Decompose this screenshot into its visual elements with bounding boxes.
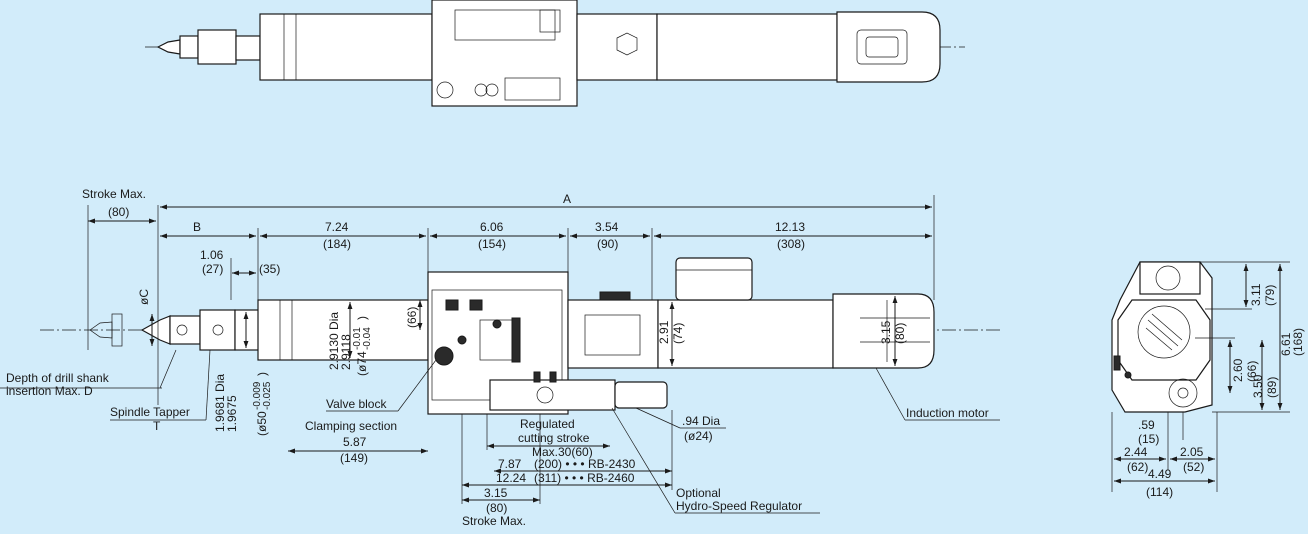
label-clamp1: Clamping section	[305, 419, 397, 433]
label-reg3: Max.30(60)	[532, 445, 593, 459]
label-d4-in: 12.13	[775, 220, 805, 234]
label-sv-311: 3.11	[1249, 283, 1263, 306]
label-v66: (66)	[405, 307, 419, 328]
label-oc: øC	[137, 289, 151, 305]
label-d1-mm: (184)	[323, 237, 351, 251]
label-d2-mm: (154)	[478, 237, 506, 251]
label-d3-in: 3.54	[595, 220, 619, 234]
label-opt2: Hydro-Speed Regulator	[676, 499, 802, 513]
label-d2-in: 6.06	[480, 220, 504, 234]
label-s2: (80)	[486, 501, 507, 515]
label-dia3: (ø50	[255, 411, 269, 436]
label-d6-mm: (35)	[259, 262, 280, 276]
label-tapper1: Spindle Tapper	[110, 405, 190, 419]
label-reg2: cutting stroke	[518, 431, 590, 445]
label-sv-114: (114)	[1146, 485, 1173, 499]
label-v74: (74)	[671, 323, 685, 344]
label-sv-89: (89)	[1265, 377, 1279, 398]
label-d4-mm: (308)	[777, 237, 805, 251]
label-dia4: 2.9130 Dia	[327, 312, 341, 370]
label-tapper2: T	[153, 419, 161, 433]
label-d1-in: 7.24	[325, 220, 349, 234]
label-d5-mm: (27)	[202, 262, 223, 276]
label-d5-in: 1.06	[200, 248, 224, 262]
label-sv-59: .59	[1138, 418, 1155, 432]
label-tol-c: -0.01	[352, 327, 363, 350]
label-b: B	[193, 220, 201, 234]
top-view	[145, 0, 965, 107]
label-depth1: Depth of drill shank	[6, 371, 110, 385]
label-dia6: (ø74	[355, 351, 369, 376]
label-reg1: Regulated	[520, 417, 575, 431]
label-clamp2: 5.87	[343, 435, 367, 449]
label-sv-260: 2.60	[1231, 358, 1245, 382]
label-stroke-max: Stroke Max.	[82, 187, 146, 201]
label-v80: (80)	[893, 323, 907, 344]
label-tol-a: -0.009	[252, 381, 263, 410]
label-sv-661: 6.61	[1279, 332, 1293, 356]
label-dia2: 1.9675	[225, 395, 239, 432]
label-close-b: )	[355, 316, 369, 320]
label-tol-d: -0.04	[362, 327, 373, 350]
label-sv-449: 4.49	[1148, 467, 1172, 481]
label-dia5: 2.9118	[339, 334, 353, 370]
label-r2a: 12.24	[496, 471, 526, 485]
label-d3-mm: (90)	[597, 237, 618, 251]
label-sv-350: 3.50	[1251, 374, 1265, 398]
label-sv-244: 2.44	[1124, 445, 1148, 459]
label-sv-66: (66)	[1245, 361, 1259, 382]
label-sv-79: (79)	[1263, 285, 1277, 306]
label-close-a: )	[255, 372, 269, 376]
label-depth2: insertion Max. D	[6, 384, 93, 398]
label-tol-b: -0.025	[262, 381, 273, 410]
label-stroke-max-mm: (80)	[108, 205, 129, 219]
label-dia1: 1.9681 Dia	[213, 374, 227, 432]
label-dia24: (ø24)	[684, 429, 713, 443]
label-sv-15: (15)	[1138, 432, 1159, 446]
label-valve: Valve block	[326, 397, 387, 411]
dimension-text: Stroke Max. (80) A B 7.24 (184) 6.06 (15…	[6, 187, 1305, 528]
label-dia94: .94 Dia	[682, 414, 720, 428]
label-motor: Induction motor	[906, 406, 989, 420]
label-sv-205: 2.05	[1180, 445, 1204, 459]
label-sv-52: (52)	[1183, 460, 1204, 474]
label-sv-168: (168)	[1291, 328, 1305, 356]
label-sv-62: (62)	[1127, 460, 1148, 474]
label-v315: 3.15	[879, 320, 893, 344]
label-r1b: (200) • • • RB-2430	[534, 457, 636, 471]
label-s3: Stroke Max.	[462, 514, 526, 528]
label-clamp3: (149)	[340, 451, 368, 465]
front-view	[0, 195, 1000, 514]
label-r1a: 7.87	[498, 457, 522, 471]
label-opt1: Optional	[676, 486, 721, 500]
label-s1: 3.15	[484, 486, 508, 500]
label-v291: 2.91	[657, 320, 671, 344]
label-a: A	[563, 192, 571, 206]
side-view	[1111, 261, 1290, 492]
label-r2b: (311) • • • RB-2460	[534, 471, 635, 485]
